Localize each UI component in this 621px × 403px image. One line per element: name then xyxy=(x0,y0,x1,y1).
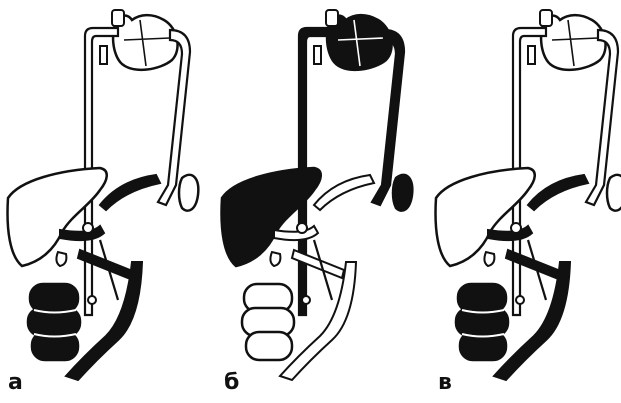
heart-aorta-stub xyxy=(112,10,124,26)
vena-cava-stub xyxy=(528,46,535,64)
intestine xyxy=(242,284,294,360)
spleen xyxy=(607,175,621,211)
panel-b xyxy=(222,10,413,380)
portal-node xyxy=(511,223,521,233)
gallbladder xyxy=(270,252,280,266)
splenic-vein xyxy=(528,175,588,210)
intestine xyxy=(456,284,508,360)
portal-node xyxy=(297,223,307,233)
splenic-vein xyxy=(314,175,374,210)
lower-node xyxy=(516,296,524,304)
spleen xyxy=(179,175,198,211)
panel-label-a: а xyxy=(8,372,23,394)
vena-cava-stub xyxy=(314,46,321,64)
gallbladder xyxy=(484,252,494,266)
spleen xyxy=(393,175,412,211)
gallbladder xyxy=(56,252,66,266)
panel-label-b: б xyxy=(224,372,239,394)
splenic-vein xyxy=(100,175,160,210)
lower-node xyxy=(88,296,96,304)
lower-node xyxy=(302,296,310,304)
heart-aorta-stub xyxy=(326,10,338,26)
portal-vein xyxy=(60,226,104,240)
vena-cava-stub xyxy=(100,46,107,64)
heart-aorta-stub xyxy=(540,10,552,26)
portal-vein xyxy=(488,226,532,240)
panel-label-c: в xyxy=(438,372,452,394)
portal-node xyxy=(83,223,93,233)
intestine xyxy=(28,284,80,360)
panel-c xyxy=(436,10,621,380)
portal-vein xyxy=(274,226,318,240)
panel-a xyxy=(8,10,199,380)
